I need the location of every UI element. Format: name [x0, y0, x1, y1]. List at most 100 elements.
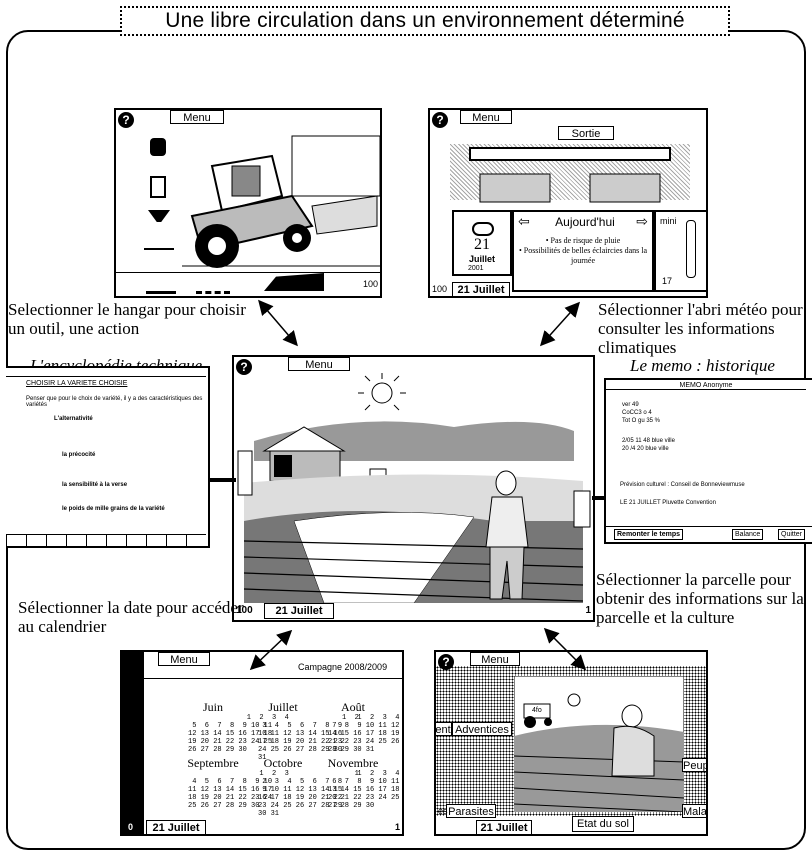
menu-button[interactable]: Menu	[460, 110, 512, 124]
diagram-title: Une libre circulation dans un environnem…	[120, 6, 730, 36]
temperature-value: 17	[662, 276, 673, 286]
month-grid[interactable]: 1 2 3 4 5 6 7 8 9 10 11 12 13 14 15 16 1…	[328, 714, 400, 754]
population-button[interactable]: Peuplen	[682, 758, 706, 772]
next-day-arrow[interactable]: ⇨	[636, 214, 648, 230]
prev-day-arrow[interactable]: ⇦	[518, 214, 530, 230]
day-number: 21	[474, 236, 490, 253]
memo-line: Prévision culturel : Conseil de Bonnevie…	[620, 482, 745, 488]
quit-button[interactable]: Quitter	[778, 529, 806, 540]
arrow-hangar	[258, 299, 298, 347]
day-month: Juillet	[468, 254, 495, 264]
rewind-button[interactable]: Remonter le temps	[614, 529, 684, 540]
tool-icon[interactable]	[150, 138, 166, 156]
balance-button[interactable]: Balance	[732, 529, 764, 540]
caption-memo: Le memo : historique	[630, 356, 775, 375]
month-grid[interactable]: 1 2 3 4 5 6 7 8 9 10 11 12 13 14 15 16 1…	[188, 770, 289, 810]
month-grid[interactable]: 1 2 3 4 5 6 7 8 9 10 11 12 13 14 15 16 1…	[258, 714, 359, 762]
calendar-screen[interactable]: ? Menu Campagne 2008/2009 Juin Juillet A…	[120, 650, 404, 836]
month-name: Juin	[202, 700, 223, 714]
menu-button[interactable]: Menu	[288, 357, 350, 371]
forecast-line: • Possibilités de belles éclaircies dans…	[518, 246, 648, 265]
month-grid[interactable]: 1 2 3 4 5 6 7 8 9 10 11 12 13 14 15 16 1…	[258, 770, 359, 818]
month-name: Août	[341, 700, 365, 714]
month-name: Septembre	[187, 756, 239, 770]
weather-screen[interactable]: ? Menu Sortie 21 Juillet 2001 ⇦ Aujourd'…	[428, 108, 708, 298]
tractor-illustration[interactable]	[182, 126, 382, 276]
day-card: 21 Juillet 2001	[452, 210, 512, 276]
memo-screen[interactable]: MEMO Anonyme ver 49 CoCC3 o 4 Tot O gu 3…	[604, 378, 812, 544]
encyclopedia-tabs-bar	[6, 368, 206, 377]
hangar-screen[interactable]: ? Menu 100	[114, 108, 382, 298]
screen-number: 1	[585, 605, 591, 616]
tab-left-top[interactable]: ent	[435, 722, 452, 736]
menu-button[interactable]: Menu	[470, 652, 520, 666]
parcel-screen[interactable]: ? Menu 4fo ent Adventices Peuplen Parasi…	[434, 650, 708, 836]
help-icon[interactable]: ?	[118, 112, 134, 128]
memo-line: 2/05 11 48 blue ville	[622, 438, 675, 444]
caption-date: Sélectionner la date pour accéder au cal…	[18, 598, 244, 636]
memo-line: Tot O gu 35 %	[622, 418, 661, 424]
screen-number: 100	[362, 279, 378, 289]
help-icon[interactable]: ?	[432, 112, 448, 128]
month-grid[interactable]: 1 2 3 4 5 6 7 8 9 10 11 12 13 14 15 16 1…	[328, 770, 400, 810]
day-year: 2001	[468, 265, 484, 272]
weather-icon	[472, 222, 494, 236]
today-title: Aujourd'hui	[555, 215, 615, 229]
calendar-left-bar	[122, 652, 144, 834]
date-button[interactable]: 21 Juillet	[476, 820, 532, 834]
memo-line: CoCC3 o 4	[622, 410, 652, 416]
thermometer-icon	[686, 220, 696, 278]
encyclopedia-item[interactable]: le poids de mille grains de la variété	[62, 506, 165, 512]
calendar-rule	[144, 678, 402, 679]
memo-line: 20 /4 20 blue ville	[622, 446, 669, 452]
exit-button[interactable]: Sortie	[558, 126, 614, 140]
tool-icon[interactable]	[146, 277, 176, 294]
weeds-button[interactable]: Adventices	[452, 722, 512, 736]
screen-number: es	[438, 806, 448, 816]
encyclopedia-heading: CHOISIR LA VARIETE CHOISIE	[26, 380, 128, 387]
memo-line: LE 21 JUILLET Pluvette Convention	[620, 500, 716, 506]
caption-hangar: Selectionner le hangar pour choisir un o…	[8, 300, 246, 338]
month-name: Octobre	[263, 756, 303, 770]
tool-icon[interactable]	[150, 176, 166, 198]
parasites-button[interactable]: Parasites	[446, 804, 496, 818]
encyclopedia-screen[interactable]: CHOISIR LA VARIETE CHOISIE Penser que po…	[6, 366, 210, 548]
tool-bottom-bar: 100	[116, 272, 380, 296]
date-button[interactable]: 21 Juillet	[452, 282, 510, 296]
diseases-button[interactable]: Malad	[682, 804, 706, 818]
screen-number: 1	[394, 822, 400, 832]
help-icon[interactable]: ?	[236, 359, 252, 375]
memo-button-bar: Remonter le temps Balance Quitter	[606, 526, 812, 542]
tool-icon[interactable]	[196, 277, 230, 294]
memo-line: ver 49	[622, 402, 639, 408]
main-farm-screen[interactable]: ? Menu 100 21 Ju	[232, 355, 595, 622]
caption-parcel: Sélectionner la parcelle pour obtenir de…	[596, 570, 804, 627]
parcel-scene[interactable]	[514, 676, 684, 812]
soil-state-button[interactable]: Etat du sol	[572, 816, 634, 832]
screen-number: 0	[128, 822, 134, 832]
menu-button[interactable]: Menu	[158, 652, 210, 666]
campaign-label: Campagne 2008/2009	[298, 662, 388, 672]
encyclopedia-intro: Penser que pour le choix de variété, il …	[26, 396, 203, 408]
encyclopedia-tab-strip[interactable]	[6, 534, 206, 546]
month-grid[interactable]: 1 2 3 4 5 6 7 8 9 10 11 12 13 14 15 16 1…	[188, 714, 289, 754]
forecast-line: • Pas de risque de pluie	[545, 236, 621, 245]
menu-button[interactable]: Menu	[170, 110, 224, 124]
screen-number: 100	[236, 605, 253, 616]
weather-shed-pipes	[469, 147, 671, 203]
tractor-label: 4fo	[532, 707, 542, 714]
tool-icon[interactable]	[264, 273, 324, 291]
encyclopedia-item[interactable]: la sensibilité à la verse	[62, 482, 128, 488]
date-button[interactable]: 21 Juillet	[264, 603, 334, 619]
month-name: Novembre	[327, 756, 379, 770]
tool-icon[interactable]	[144, 240, 174, 250]
arrow-parcel	[543, 627, 587, 671]
date-button[interactable]: 21 Juillet	[146, 820, 206, 834]
memo-header: MEMO Anonyme	[606, 382, 806, 390]
forecast-panel: ⇦ Aujourd'hui ⇨ • Pas de risque de pluie…	[512, 210, 654, 292]
farm-landscape[interactable]	[234, 371, 593, 603]
arrow-date	[249, 629, 293, 671]
encyclopedia-item[interactable]: la précocité	[62, 452, 96, 458]
encyclopedia-item[interactable]: L'alternativité	[54, 416, 93, 422]
